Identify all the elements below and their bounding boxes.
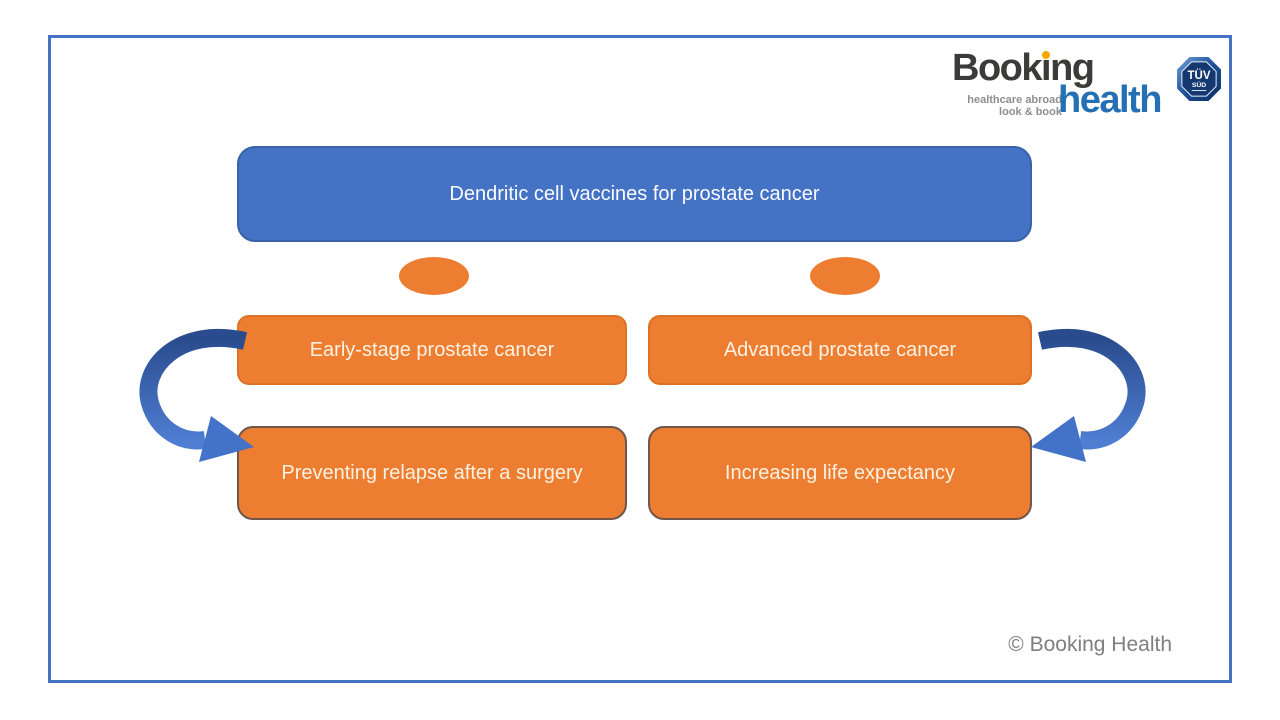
branch-box-early-stage: Early-stage prostate cancer: [237, 315, 627, 385]
badge-line1: TÜV: [1188, 69, 1211, 82]
connector-ellipse-left: [399, 257, 469, 295]
branch-label: Advanced prostate cancer: [723, 338, 957, 361]
logo-booking-letter-i: i: [1041, 47, 1052, 89]
logo-tagline: healthcare abroad look & book: [950, 94, 1062, 118]
logo-booking-part1: Book: [952, 47, 1043, 89]
logo-booking-part2: ng: [1050, 47, 1095, 89]
curved-arrow-left-icon: [139, 328, 254, 462]
outcome-box-relapse-prevention: Preventing relapse after a surgery: [237, 426, 627, 520]
diagram-title: Dendritic cell vaccines for prostate can…: [449, 182, 820, 205]
copyright-text: © Booking Health: [1008, 633, 1172, 656]
outcome-label: Preventing relapse after a surgery: [281, 461, 583, 484]
connector-ellipse-right: [810, 257, 880, 295]
outcome-label: Increasing life expectancy: [724, 461, 956, 484]
branch-box-advanced: Advanced prostate cancer: [648, 315, 1032, 385]
curved-arrow-right-icon: [1031, 328, 1146, 462]
outcome-box-life-expectancy: Increasing life expectancy: [648, 426, 1032, 520]
logo-gold-dot-icon: [1041, 51, 1050, 59]
slide-border-frame: [48, 35, 1232, 683]
badge-line2: SÜD: [1192, 80, 1206, 89]
title-box: Dendritic cell vaccines for prostate can…: [237, 146, 1032, 242]
tuv-sud-badge-icon: TÜV SÜD: [1177, 57, 1221, 101]
logo-word-health: health: [1058, 79, 1162, 121]
branch-label: Early-stage prostate cancer: [309, 338, 555, 361]
logo-tagline-line1: healthcare abroad: [967, 94, 1062, 106]
logo-tagline-line2: look & book: [999, 106, 1062, 118]
